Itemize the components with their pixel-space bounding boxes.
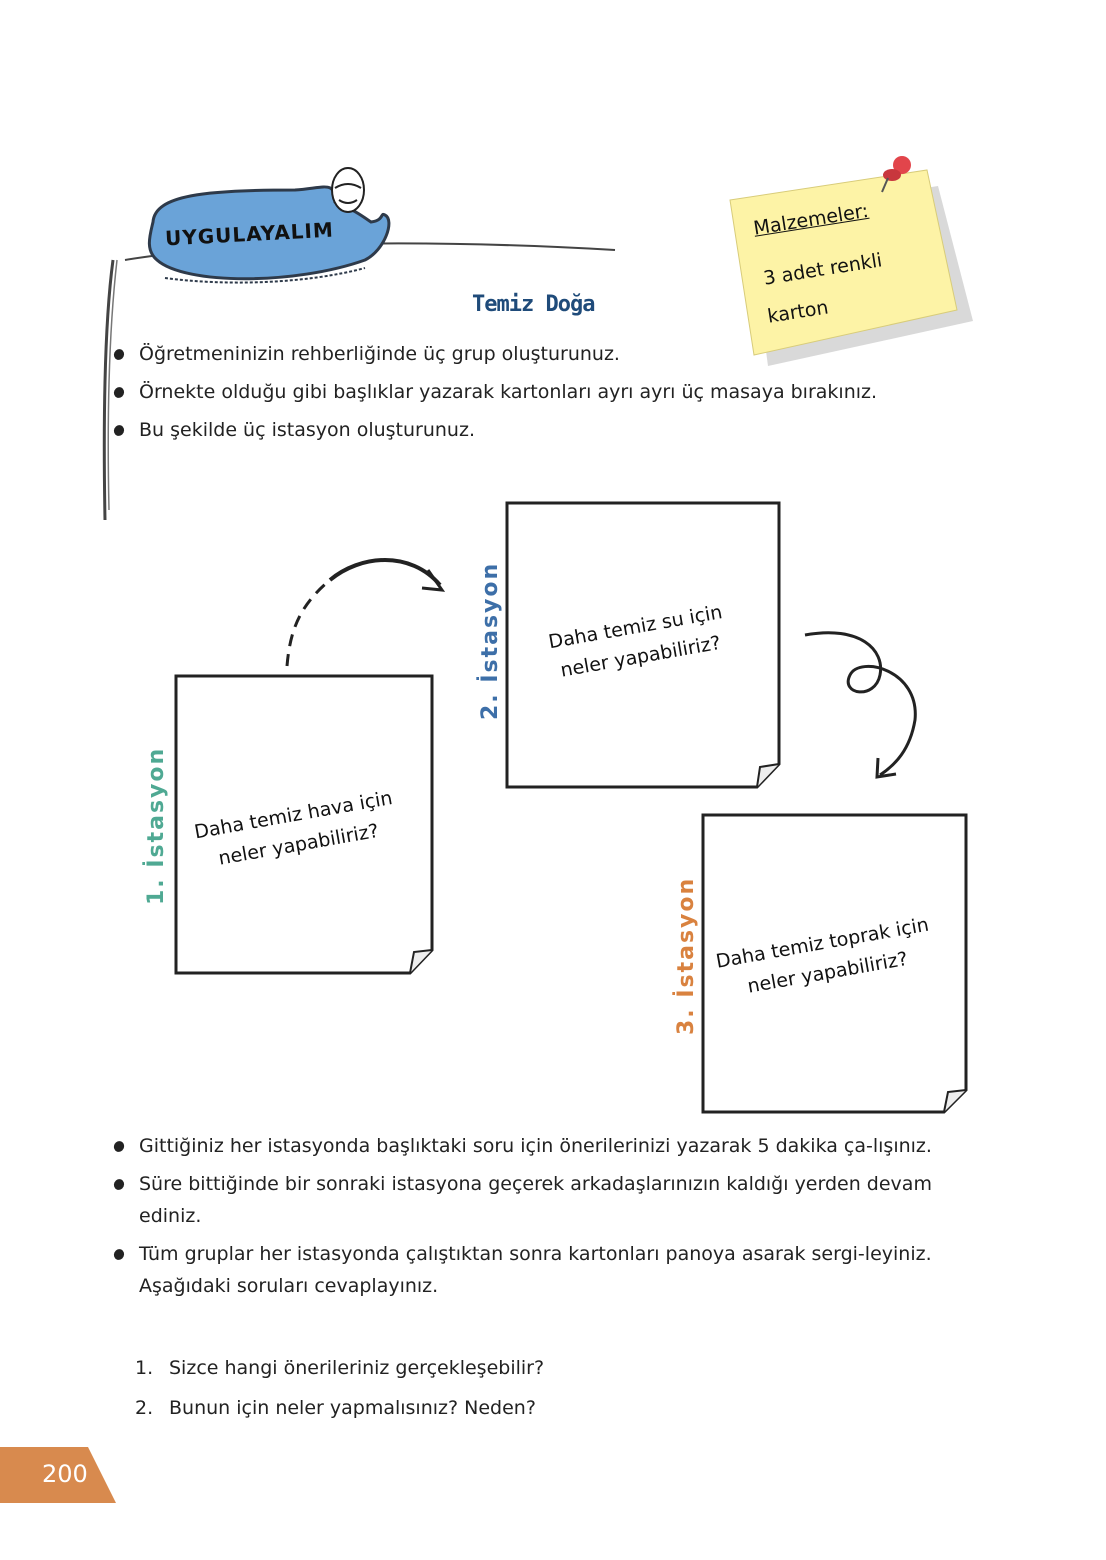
page-number-badge [0,1447,116,1503]
page-title: Temiz Doğa [472,292,595,317]
mascot-icon [331,167,365,213]
bullet-icon [112,1139,126,1154]
question-item: 1.Sizce hangi önerileriniz gerçekleşebil… [135,1357,545,1379]
bullet-icon [112,1177,126,1192]
list-item: Öğretmeninizin rehberliğinde üç grup olu… [112,338,877,370]
station-2-label: 2. İstasyon [478,561,503,720]
station-card-2 [505,501,781,789]
instructions-bottom: Gittiğiniz her istasyonda başlıktaki sor… [112,1130,942,1308]
stations-diagram [174,501,968,1114]
pushpin-icon [881,156,911,193]
list-item: Gittiğiniz her istasyonda başlıktaki sor… [112,1130,942,1162]
list-item: Süre bittiğinde bir sonraki istasyona ge… [112,1168,942,1232]
question-list: 1.Sizce hangi önerileriniz gerçekleşebil… [135,1352,544,1432]
instructions-top: Öğretmeninizin rehberliğinde üç grup olu… [112,338,877,452]
bullet-icon [112,1247,126,1262]
question-item: 2.Bunun için neler yapmalısınız? Neden? [135,1397,536,1419]
page-number: 200 [42,1460,88,1488]
list-item: Tüm gruplar her istasyonda çalıştıktan s… [112,1238,942,1302]
station-1-label: 1. İstasyon [144,746,169,905]
bullet-icon [112,423,126,438]
bullet-icon [112,347,126,362]
arrow-2-to-3-icon [804,631,917,779]
station-card-3 [701,813,968,1114]
list-item: Örnekte olduğu gibi başlıklar yazarak ka… [112,376,877,408]
list-item: Bu şekilde üç istasyon oluşturunuz. [112,414,877,446]
arrow-1-to-2-icon [285,558,446,667]
bullet-icon [112,385,126,400]
uygulayalim-banner [102,167,616,521]
station-card-1 [174,674,434,975]
station-3-label: 3. İstasyon [674,876,699,1035]
materials-sticky-note [729,156,973,366]
